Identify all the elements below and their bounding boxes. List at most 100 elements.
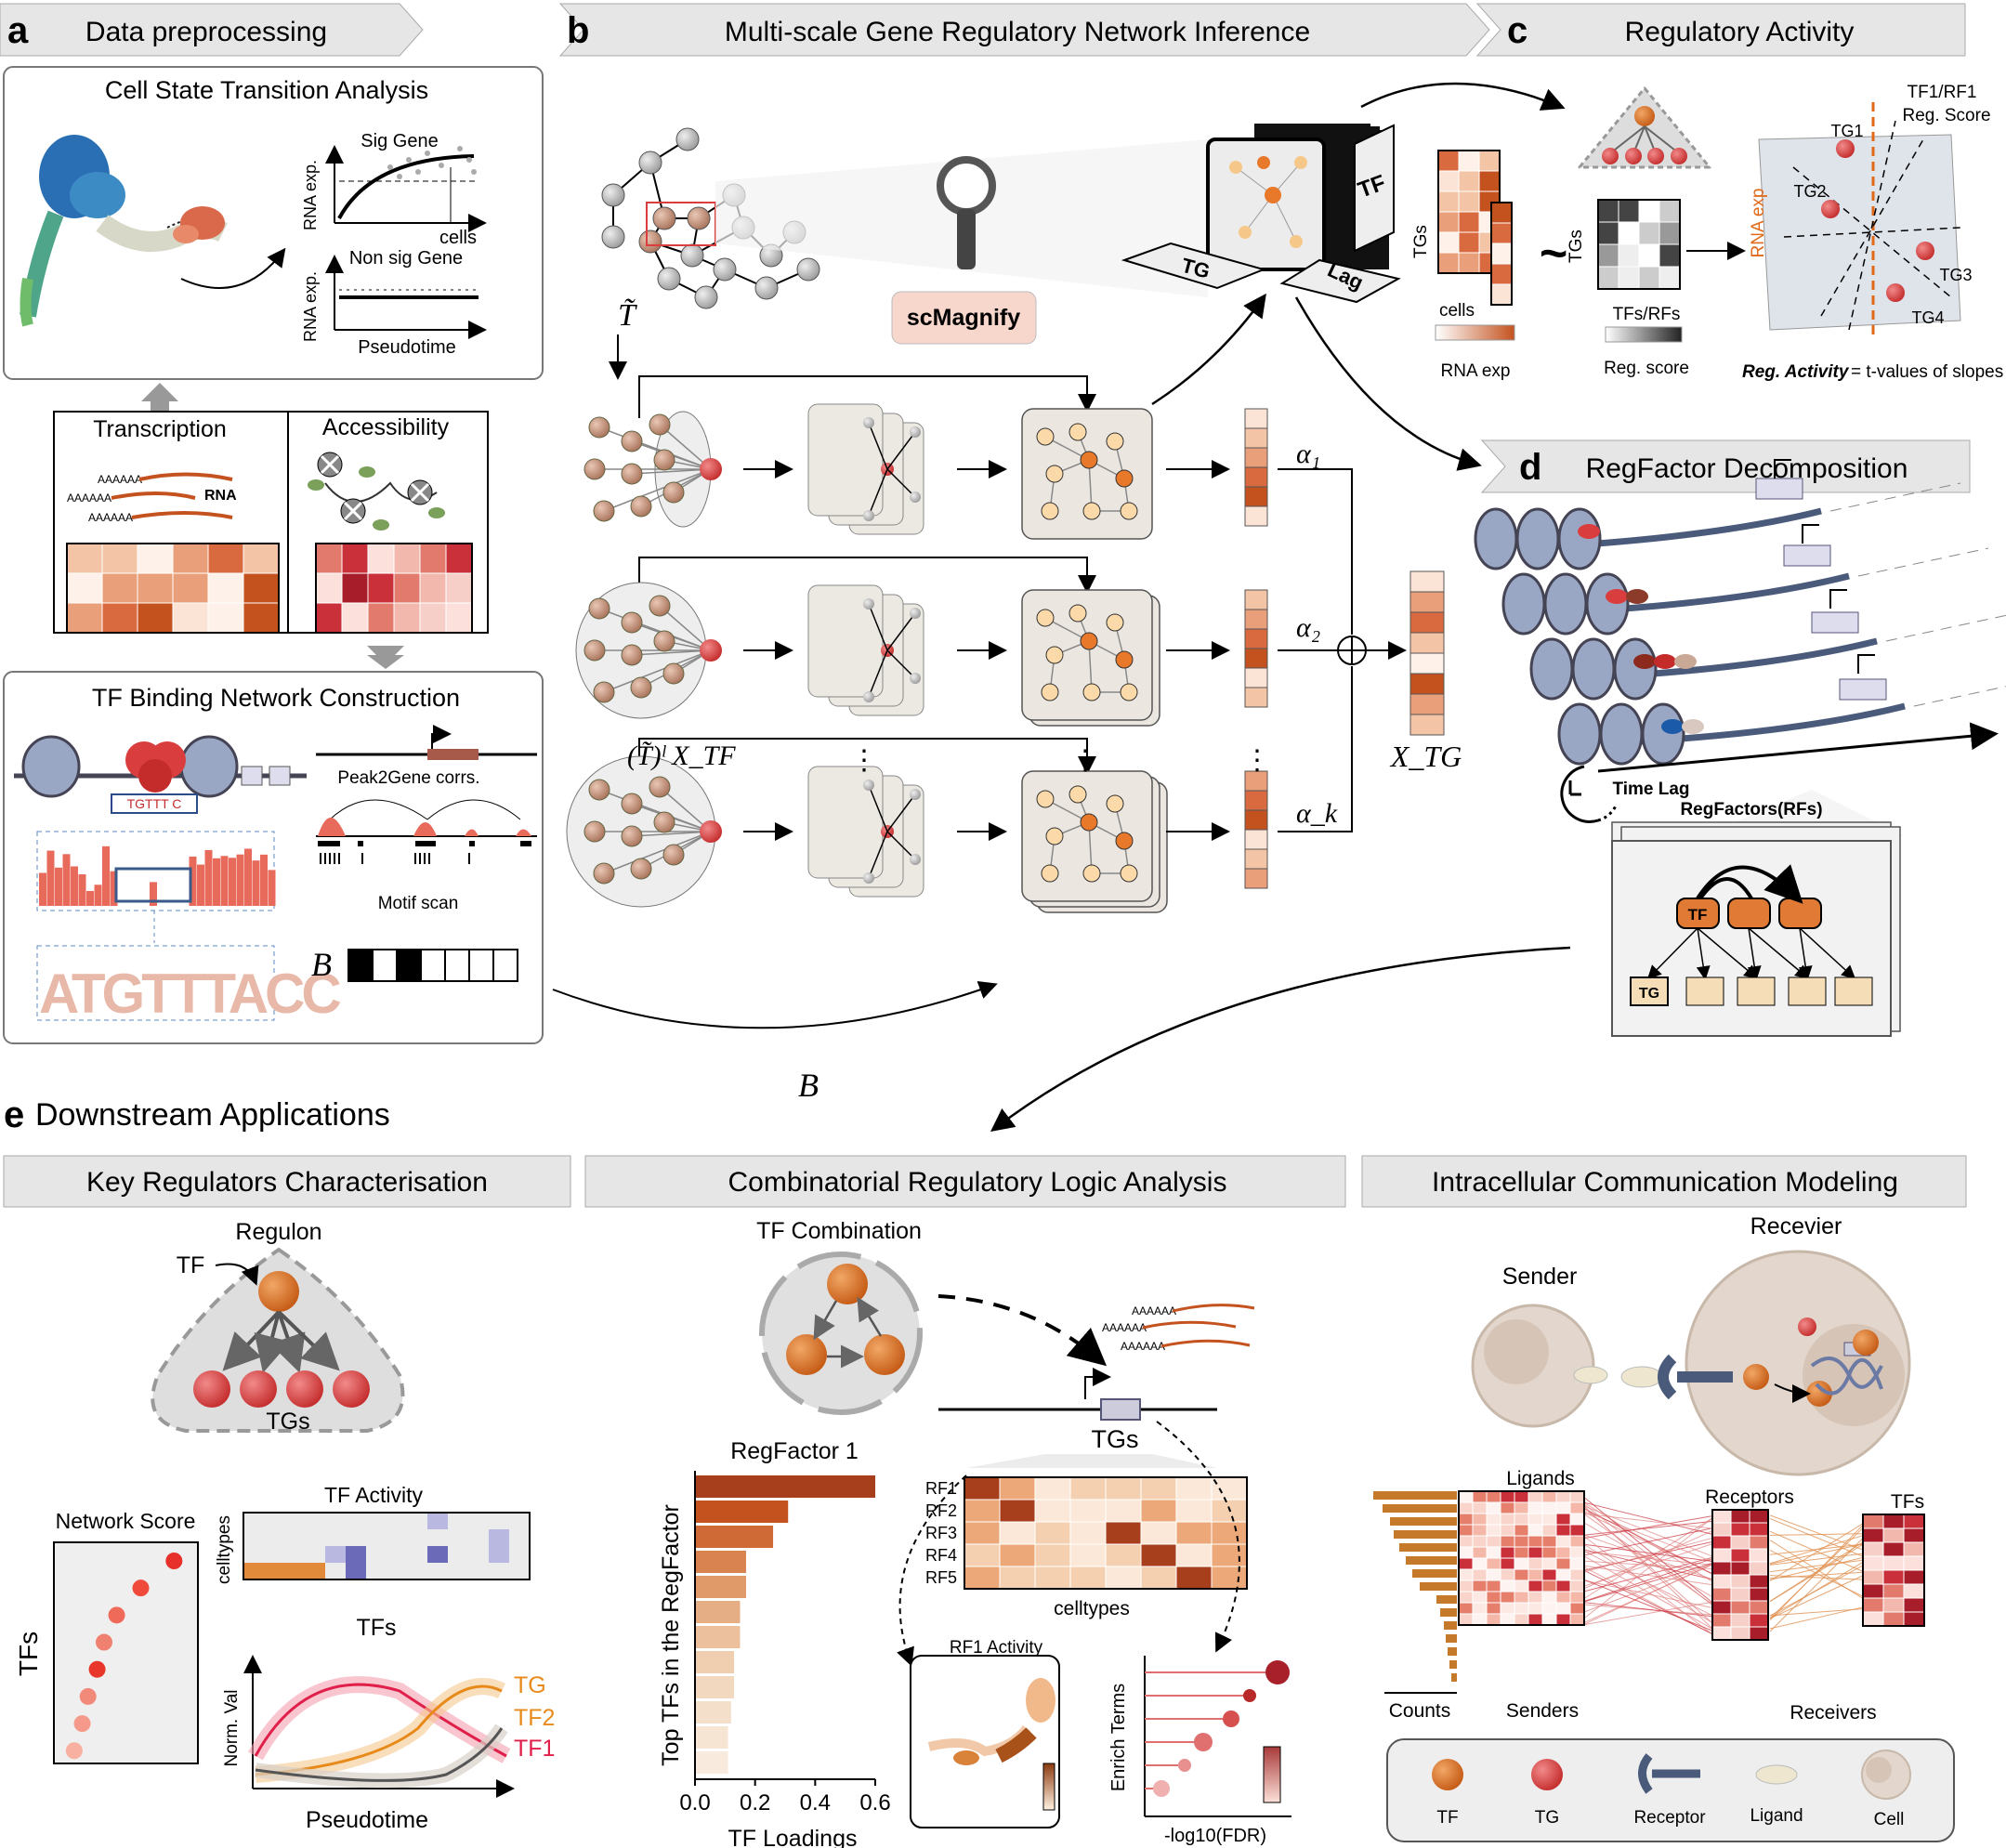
heat-cell [1730, 1574, 1750, 1589]
heat-cell [315, 543, 343, 574]
tf-act-cell [305, 1546, 325, 1563]
grn-node [1120, 683, 1138, 701]
comb-polya-3: AAAAAA [1121, 1340, 1165, 1353]
net-node [754, 276, 779, 300]
hop-edge [631, 649, 712, 656]
lolli-head [1243, 1689, 1256, 1702]
rf-heat-cell [999, 1543, 1036, 1567]
lr-link [1584, 1555, 1713, 1630]
tf-act-cell [325, 1563, 346, 1579]
heat-cell [1486, 1535, 1501, 1548]
tf-act-cell [448, 1563, 468, 1579]
heat-cell [1472, 1579, 1488, 1592]
heat-cell [1472, 1591, 1488, 1604]
tf-act-cell [387, 1529, 407, 1546]
net-node [680, 243, 704, 268]
heat-cell [1555, 1579, 1571, 1592]
pseudotime-label-a: Pseudotime [358, 337, 456, 358]
heat-cell [1541, 1568, 1557, 1581]
heat-cell [1486, 1513, 1501, 1526]
norm-val-axis: Norm. Val [222, 1689, 242, 1766]
attn-edge [886, 831, 916, 860]
heat-cell [1500, 1579, 1515, 1592]
rf-heat-cell [1034, 1499, 1071, 1523]
header-b-title: Multi-scale Gene Regulatory Network Infe… [725, 17, 1310, 47]
net-node [652, 206, 676, 230]
c-cells-label: cells [1439, 301, 1475, 321]
heat-cell [1597, 221, 1619, 245]
heat-cell [1862, 1527, 1884, 1543]
lr-link [1584, 1543, 1713, 1562]
legend-tg: TG [514, 1672, 546, 1698]
attention-layer [807, 403, 884, 517]
heat-cell [1486, 1490, 1501, 1503]
tf-act-cell [264, 1513, 284, 1529]
lr-link [1584, 1508, 1713, 1624]
d-to-e-arrow [990, 946, 1571, 1133]
heat-cell [1458, 1535, 1474, 1548]
heat-cell [1458, 1579, 1474, 1592]
heat-cell [1500, 1557, 1515, 1570]
net-node [601, 183, 625, 207]
dashed-ext [1885, 614, 2006, 642]
b-cell [347, 949, 374, 982]
to-c-arrow [1360, 82, 1566, 111]
count-bar [1440, 1608, 1457, 1617]
bar-tick-label: 0.4 [800, 1790, 831, 1815]
heat-frame [1711, 1509, 1769, 1641]
rf-heat-frame [964, 1476, 1248, 1590]
heat-cell [1437, 150, 1460, 172]
net-node [796, 257, 820, 282]
hop-node [621, 644, 643, 666]
reg-score-colorbar [1605, 326, 1683, 343]
tf-act-cell [366, 1513, 387, 1529]
heat-cell [1711, 1587, 1732, 1602]
peak2gene: Peak2Gene corrs. Motif scan [316, 725, 537, 913]
tf-act-cell [427, 1563, 448, 1579]
reg-activity-label: Reg. Activity [1742, 362, 1850, 382]
hop-edge [631, 468, 712, 475]
grn-node [1045, 827, 1064, 845]
dots-3: ⋮ [1243, 745, 1271, 776]
lr-link [1584, 1517, 1713, 1619]
tss-arrow [1802, 524, 1819, 544]
rf-heat-cell [1175, 1566, 1213, 1590]
attn-leaf [910, 673, 921, 684]
heat-cell [1555, 1568, 1571, 1581]
heat-cell [315, 602, 343, 634]
heat-cell [1490, 202, 1513, 224]
heat-cell [1500, 1524, 1515, 1537]
lr-link [1584, 1602, 1713, 1618]
peak-bar [236, 854, 244, 906]
tf-act-cell [305, 1513, 325, 1529]
xtg-cell [1409, 693, 1445, 715]
b-arrow [552, 981, 998, 1029]
peak-bar [204, 849, 213, 906]
embed-cell [1244, 648, 1268, 669]
reg-score2-label: Reg. Score [1902, 106, 1990, 125]
peak-bar [46, 850, 55, 906]
lr-link [1584, 1502, 1713, 1582]
nucleosome-icon [14, 735, 307, 798]
hop-edge [659, 786, 712, 832]
heat-frame [1458, 1490, 1585, 1626]
panel-letter-d: d [1519, 447, 1541, 488]
tf-protein [1654, 654, 1676, 669]
embed-cell [1244, 589, 1268, 610]
panel-letter-a: a [7, 10, 29, 51]
heat-cell [1527, 1602, 1543, 1615]
tf-act-cell [387, 1546, 407, 1563]
tss-arrow [1774, 459, 1791, 478]
net-node [713, 257, 737, 282]
attn-edge [886, 793, 916, 832]
regfactor-bar [695, 1626, 741, 1648]
attn-edge [868, 649, 888, 698]
heat-cell [1903, 1527, 1925, 1543]
hop-node [653, 449, 675, 471]
hop-node [593, 500, 615, 522]
tss-arrow [1857, 654, 1875, 674]
grn-node [1080, 451, 1098, 469]
c-rna-exp-label: RNA exp [1441, 361, 1511, 381]
rt-link [1769, 1608, 1864, 1617]
heat-cell [1569, 1490, 1585, 1503]
